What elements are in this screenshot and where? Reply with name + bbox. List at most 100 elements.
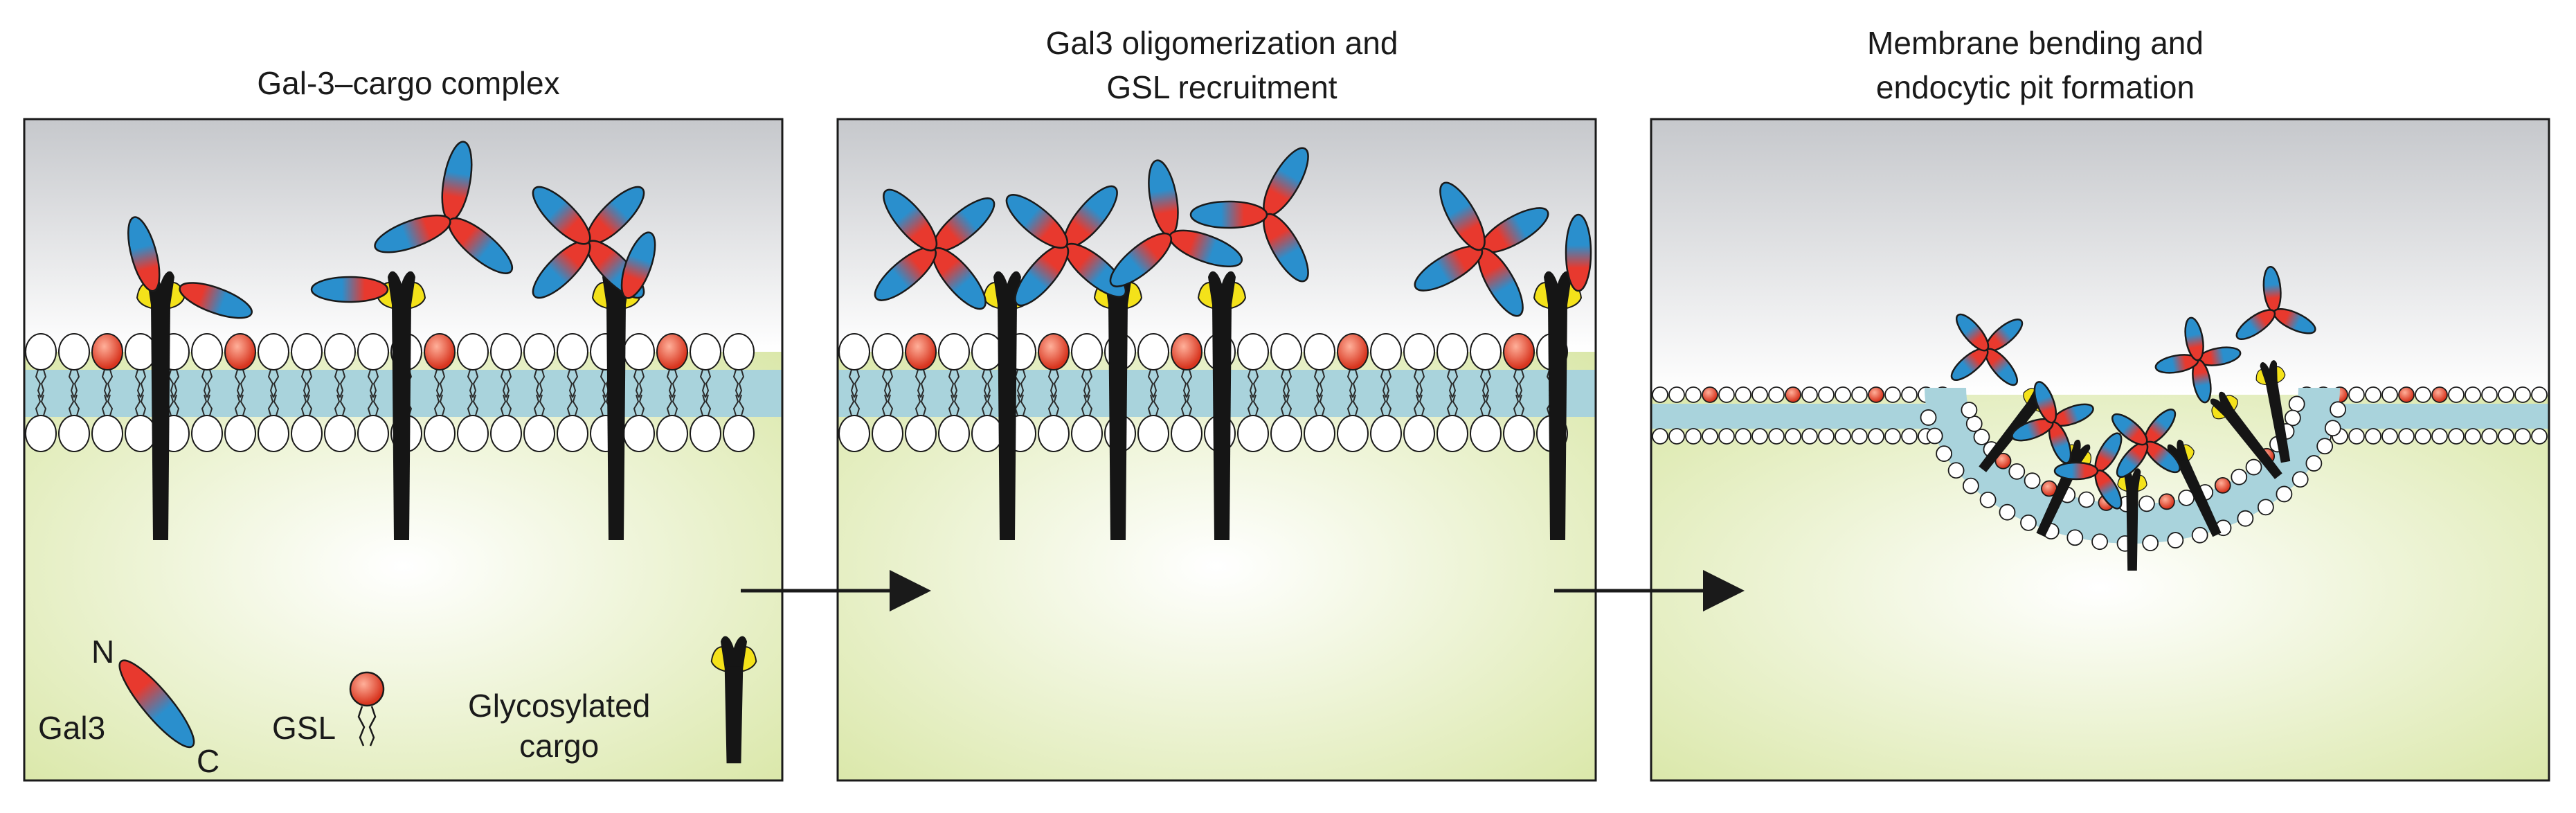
- lipid-tail: [35, 394, 42, 416]
- gsl-head: [1503, 333, 1535, 370]
- lipid-head: [690, 333, 721, 370]
- lipid-head: [971, 415, 1003, 452]
- lipid-head: [58, 415, 90, 452]
- panel-1-title-line-1: Gal-3–cargo complex: [257, 65, 560, 101]
- lipid-tail: [472, 369, 479, 398]
- lipid-tail: [948, 369, 955, 398]
- lipid-tail: [600, 369, 606, 398]
- lipid-head: [2498, 386, 2514, 403]
- lipid-head: [457, 333, 489, 370]
- lipid-tail: [439, 394, 446, 416]
- gsl-head: [2431, 386, 2448, 403]
- lipid-head: [2531, 428, 2548, 445]
- lipid-head: [191, 333, 223, 370]
- lipid-head: [838, 415, 870, 452]
- lipid-tail: [505, 369, 512, 398]
- lipid-head: [1961, 402, 1978, 418]
- lipid-head: [623, 415, 655, 452]
- lipid-tail: [273, 369, 280, 398]
- legend-cargo-line-2: cargo: [519, 728, 600, 764]
- panel-2-cargo-3: [1197, 271, 1247, 540]
- lipid-head: [938, 333, 970, 370]
- lipid-tail: [854, 394, 861, 416]
- lipid-head: [1403, 415, 1435, 452]
- lipid-tail: [1319, 394, 1326, 416]
- lipid-tail: [1413, 394, 1420, 416]
- panel-3-border: [1650, 118, 2550, 782]
- lipid-tail: [267, 369, 274, 398]
- legend-gsl-icon: [349, 671, 385, 747]
- lipid-tail: [1086, 369, 1093, 398]
- lipid-tail: [1446, 394, 1453, 416]
- lipid-head: [723, 415, 755, 452]
- gal3-monomer: [1439, 181, 1486, 251]
- lipid-tail: [953, 369, 960, 398]
- lipid-tail: [1446, 369, 1453, 398]
- lipid-tail: [1053, 369, 1060, 398]
- cargo-head: [2069, 439, 2091, 464]
- lipid-tail: [1247, 394, 1254, 416]
- lipid-tail: [699, 394, 706, 416]
- lipid-tail: [672, 394, 678, 416]
- lipid-tail: [206, 394, 213, 416]
- gal3-monomer: [1189, 200, 1268, 229]
- lipid-head: [2324, 420, 2341, 437]
- gal3-monomer: [1109, 232, 1172, 287]
- cargo-head: [993, 271, 1021, 305]
- lipid-head: [357, 333, 389, 370]
- lipid-tail: [372, 394, 379, 416]
- lipid-head: [723, 333, 755, 370]
- gal3-arm-body: [532, 186, 591, 245]
- cargo-trunk: [1212, 303, 1232, 540]
- lipid-tail: [1385, 369, 1392, 398]
- lipid-tail: [1452, 369, 1459, 398]
- lipid-tail: [705, 394, 712, 416]
- gsl-head: [2398, 386, 2415, 403]
- gal3-monomer: [1956, 313, 1990, 352]
- gsl-head: [1994, 452, 2012, 470]
- gal3-monomer: [2235, 309, 2276, 340]
- lipid-head: [1979, 491, 1997, 508]
- lipid-head: [2365, 386, 2381, 403]
- lipid-head: [1038, 415, 1070, 452]
- lipid-head: [2465, 428, 2481, 445]
- lipid-tail: [1286, 394, 1292, 416]
- lipid-head: [2514, 428, 2531, 445]
- lipid-tail: [505, 394, 512, 416]
- lipid-tail: [1286, 369, 1292, 398]
- cargo-trunk: [2265, 379, 2291, 463]
- lipid-head: [1735, 428, 1751, 445]
- lipid-tail: [201, 394, 208, 416]
- lipid-head: [1436, 415, 1468, 452]
- lipid-tail: [539, 394, 546, 416]
- gsl-head: [1702, 386, 1718, 403]
- legend-n-terminus: N: [91, 634, 115, 670]
- cargo-head: [388, 271, 415, 305]
- lipid-head: [490, 415, 522, 452]
- lipid-tail: [433, 369, 440, 398]
- lipid-tail: [1385, 394, 1392, 416]
- gal3-arm-body: [1109, 232, 1172, 287]
- lipid-tail: [915, 394, 921, 416]
- legend-c-terminus: C: [197, 743, 220, 779]
- panel-1-content: [24, 119, 782, 780]
- lipid-head: [2138, 495, 2155, 512]
- lipid-tail: [140, 369, 147, 398]
- gal3-arm-body: [2184, 316, 2204, 361]
- panel-3-bilayer: [1651, 386, 2549, 552]
- lipid-tail: [1081, 369, 1088, 398]
- lipid-head: [2448, 428, 2465, 445]
- lipid-tail: [600, 394, 606, 416]
- gal3-arm-body: [2033, 381, 2057, 424]
- lipid-head: [1751, 386, 1768, 403]
- cargo-trunk: [2177, 457, 2222, 537]
- lipid-head: [1685, 428, 1702, 445]
- lipid-head: [1071, 415, 1103, 452]
- lipid-tail: [1413, 369, 1420, 398]
- lipid-head: [2020, 514, 2037, 531]
- lipid-head: [872, 415, 903, 452]
- lipid-tail: [40, 394, 47, 416]
- lipid-head: [324, 415, 356, 452]
- lipid-tail: [467, 394, 474, 416]
